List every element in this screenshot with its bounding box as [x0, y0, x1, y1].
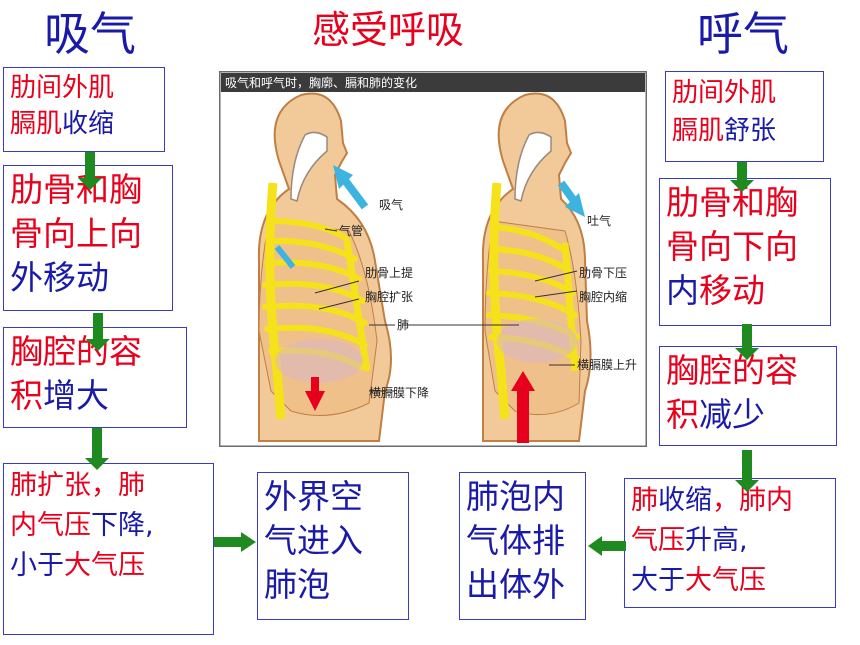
box-line: 积增大 — [10, 374, 180, 418]
box-text: 外移动 — [10, 258, 109, 297]
box-line: 胸腔的容 — [666, 349, 830, 393]
box-text: 下降, — [91, 510, 154, 541]
box-text: 大气压 — [64, 550, 145, 581]
box-text: 胸腔的容 — [666, 351, 798, 390]
box-line: 肺扩张，肺 — [10, 466, 207, 506]
label-chest-expand: 胸腔扩张 — [365, 289, 413, 304]
label-lung: 肺 — [397, 318, 409, 332]
breathing-figure: 吸气和呼气时，胸廓、膈和肺的变化 — [217, 69, 649, 449]
label-trachea: 气管 — [339, 223, 363, 238]
box-line: 内气压下降, — [10, 506, 207, 546]
box-text: 肺泡 — [264, 565, 330, 604]
label-exhale: 吐气 — [587, 213, 611, 228]
down-arrow-icon — [735, 450, 759, 494]
box-text: 胸腔的容 — [10, 332, 142, 371]
box-text: 增大 — [43, 376, 109, 415]
inhale-torso — [257, 92, 392, 442]
box-line: 小于大气压 — [10, 546, 207, 586]
box-text: 肋间外肌 — [672, 78, 777, 108]
box-text: 大于 — [631, 565, 685, 596]
label-chest-shrink: 胸腔内缩 — [579, 289, 627, 304]
inhale-step4-box: 肺扩张，肺内气压下降,小于大气压 — [3, 463, 214, 635]
box-line: 肋间外肌 — [672, 74, 817, 112]
box-line: 肋间外肌 — [10, 70, 158, 106]
inhale-step1-box: 肋间外肌膈肌收缩 — [3, 67, 165, 152]
box-text: 内 — [666, 271, 699, 310]
exhale-torso — [481, 92, 592, 443]
box-text: 升高, — [685, 525, 748, 556]
box-text: 大气压 — [685, 565, 766, 596]
inhale-step3-box: 胸腔的容积增大 — [3, 327, 187, 428]
exhale-step4-box: 肺收缩，肺内气压升高,大于大气压 — [624, 478, 836, 608]
box-text: 收缩 — [658, 485, 712, 516]
exhale-step2-box: 肋骨和胸骨向下向内移动 — [659, 178, 831, 326]
box-line: 大于大气压 — [631, 561, 829, 601]
inhale-result-box: 外界空气进入肺泡 — [257, 472, 409, 620]
box-line: 肺泡内 — [466, 475, 579, 519]
box-line: 气进入 — [264, 519, 402, 563]
box-text: 外界空 — [264, 477, 363, 516]
box-line: 胸腔的容 — [10, 330, 180, 374]
box-text: 气体排 — [466, 521, 565, 560]
exhale-step3-box: 胸腔的容积减少 — [659, 346, 837, 446]
label-ribs-up: 肋骨上提 — [365, 265, 413, 280]
down-arrow-icon — [78, 152, 102, 192]
title-main: 感受呼吸 — [312, 8, 465, 52]
label-inhale: 吸气 — [379, 197, 403, 212]
box-text: 积 — [666, 395, 699, 434]
title-exhale: 呼气 — [697, 7, 789, 61]
box-text: 肋骨和胸 — [10, 170, 142, 209]
down-arrow-icon — [735, 324, 759, 362]
box-line: 膈肌收缩 — [10, 106, 158, 142]
box-text: 膈肌 — [10, 109, 63, 139]
figure-caption: 吸气和呼气时，胸廓、膈和肺的变化 — [225, 75, 417, 90]
box-text: 出体外 — [466, 565, 565, 604]
box-text: 骨向上向 — [10, 214, 142, 253]
left-arrow-icon — [588, 536, 626, 556]
down-arrow-icon — [86, 313, 110, 353]
box-text: 肺扩张，肺 — [10, 470, 145, 501]
box-line: 膈肌舒张 — [672, 112, 817, 150]
box-line: 外移动 — [10, 256, 166, 300]
box-text: 积 — [10, 376, 43, 415]
down-arrow-icon — [730, 162, 754, 194]
box-text: 收缩 — [62, 109, 115, 139]
box-line: 骨向上向 — [10, 212, 166, 256]
box-text: 小于 — [10, 550, 64, 581]
label-diaphragm-down: 横膈膜下降 — [369, 386, 429, 400]
box-line: 肺泡 — [264, 563, 402, 607]
box-text: 膈肌 — [672, 116, 725, 146]
box-text: 内气压 — [10, 510, 91, 541]
box-text: 肺泡内 — [466, 477, 565, 516]
box-text: 移动 — [699, 271, 765, 310]
box-text: 气进入 — [264, 521, 363, 560]
box-text: 气压 — [631, 525, 685, 556]
box-line: 气体排 — [466, 519, 579, 563]
box-text: 肋间外肌 — [10, 73, 115, 103]
box-text: 骨向下向 — [666, 227, 798, 266]
box-text: 减少 — [699, 395, 765, 434]
exhale-result-box: 肺泡内气体排出体外 — [459, 472, 586, 620]
right-arrow-icon — [214, 532, 256, 552]
box-line: 肺收缩，肺内 — [631, 481, 829, 521]
label-diaphragm-up: 横膈膜上升 — [577, 358, 637, 372]
box-line: 外界空 — [264, 475, 402, 519]
box-line: 气压升高, — [631, 521, 829, 561]
box-line: 出体外 — [466, 563, 579, 607]
box-text: 肺 — [631, 485, 658, 516]
exhale-step1-box: 肋间外肌膈肌舒张 — [665, 71, 824, 162]
title-inhale: 吸气 — [44, 7, 136, 61]
box-line: 积减少 — [666, 393, 830, 437]
box-line: 内移动 — [666, 269, 824, 313]
label-ribs-down: 肋骨下压 — [579, 265, 627, 280]
box-text: 舒张 — [724, 116, 777, 146]
box-line: 肋骨和胸 — [10, 168, 166, 212]
box-line: 骨向下向 — [666, 225, 824, 269]
down-arrow-icon — [85, 428, 109, 472]
